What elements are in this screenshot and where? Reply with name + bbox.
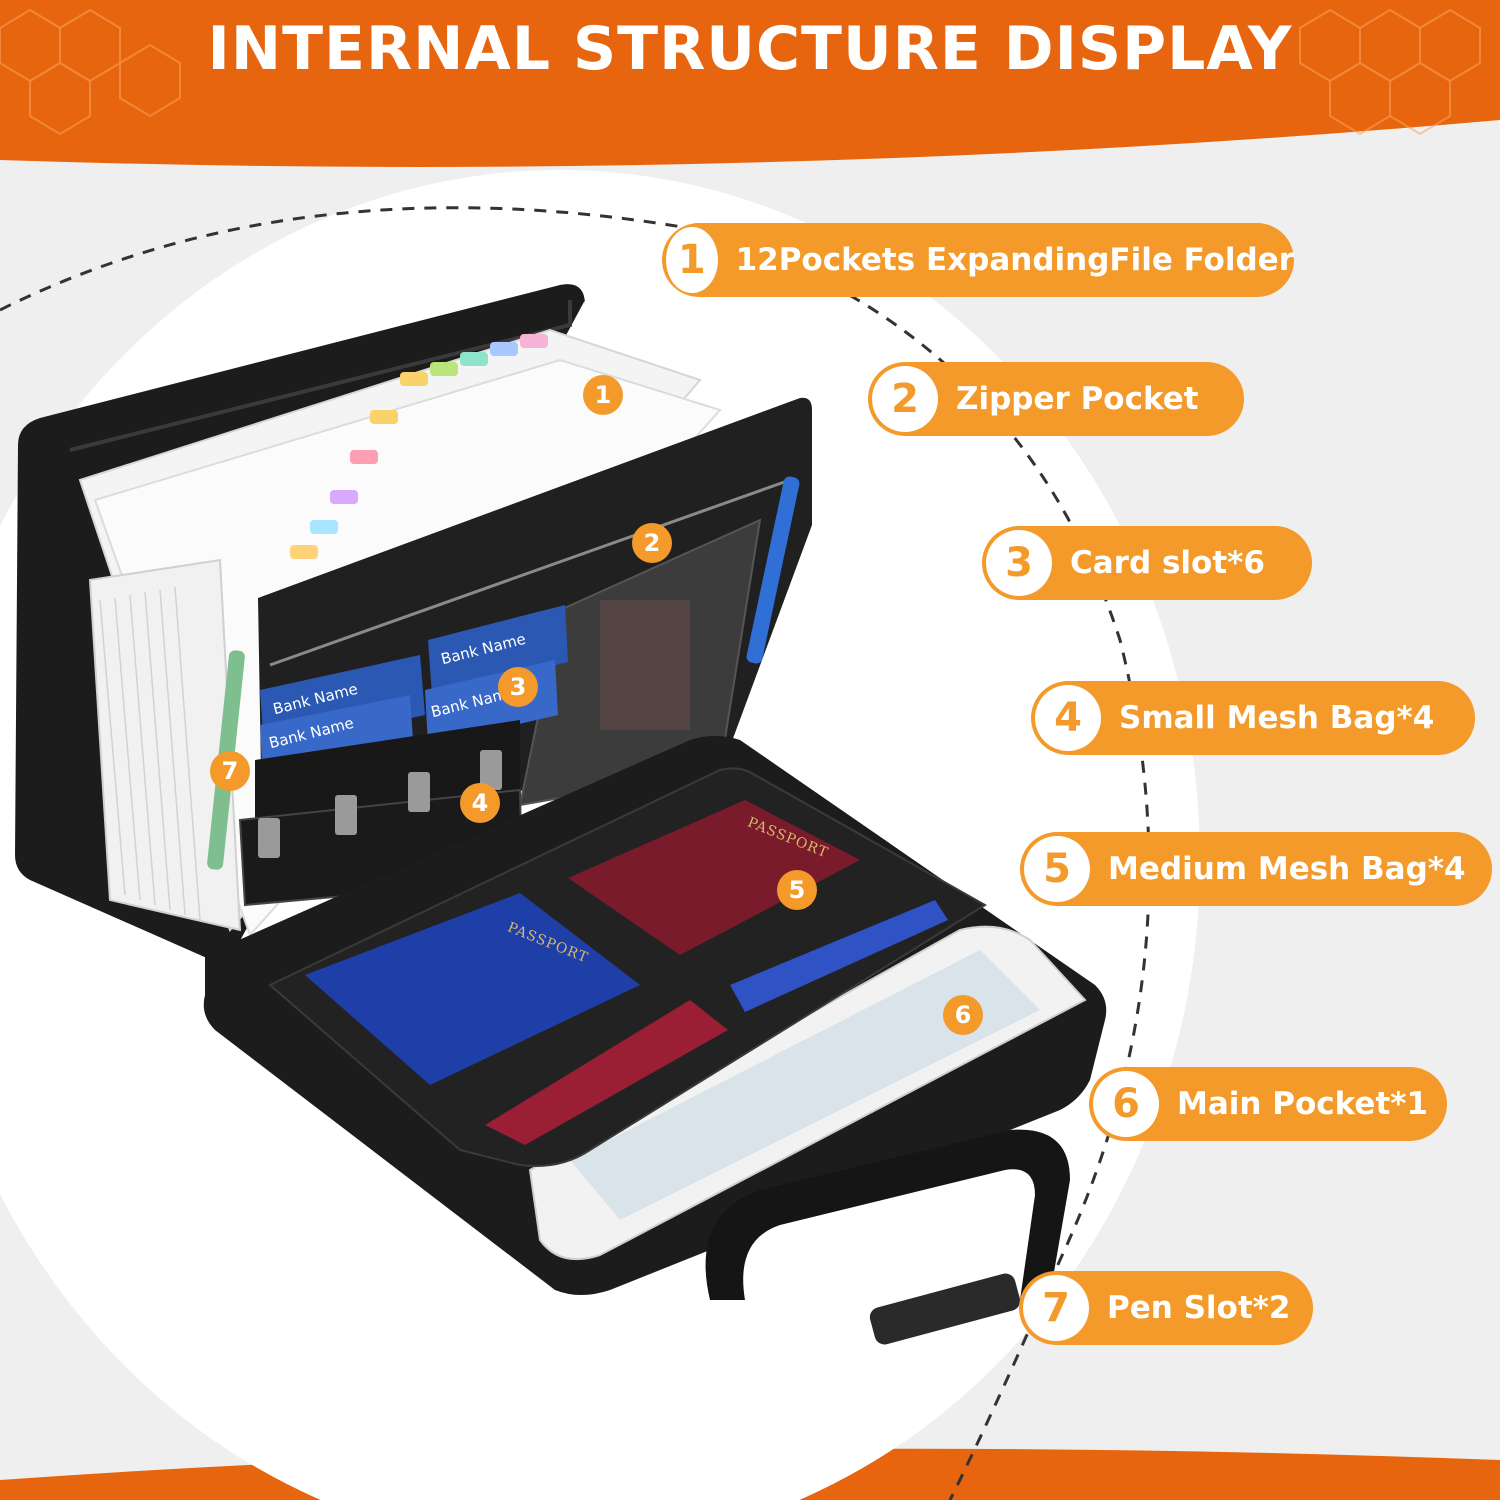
callout-label: Card slot*6 — [1070, 545, 1265, 581]
header-band — [0, 0, 1500, 167]
callout-number: 5 — [1024, 836, 1090, 902]
callout-label: 12Pockets ExpandingFile Folder — [735, 242, 1294, 278]
marker-2: 2 — [632, 523, 672, 563]
callout-label: Pen Slot*2 — [1107, 1290, 1291, 1326]
callout-number: 3 — [986, 530, 1052, 596]
callout-label: Zipper Pocket — [956, 381, 1199, 417]
callout-label: Medium Mesh Bag*4 — [1108, 851, 1466, 887]
callout-number: 1 — [666, 227, 718, 293]
callout-small-mesh-bag: 4 Small Mesh Bag*4 — [1031, 681, 1475, 755]
callout-number: 6 — [1093, 1071, 1159, 1137]
callout-card-slot: 3 Card slot*6 — [982, 526, 1312, 600]
marker-5: 5 — [777, 870, 817, 910]
callout-label: Main Pocket*1 — [1177, 1086, 1429, 1122]
callout-number: 4 — [1035, 685, 1101, 751]
marker-6: 6 — [943, 995, 983, 1035]
callout-main-pocket: 6 Main Pocket*1 — [1089, 1067, 1447, 1141]
callout-label: Small Mesh Bag*4 — [1119, 700, 1435, 736]
page-title: INTERNAL STRUCTURE DISPLAY — [207, 14, 1293, 84]
callout-zipper-pocket: 2 Zipper Pocket — [868, 362, 1244, 436]
zipper-pocket-panel — [207, 397, 812, 907]
callout-number: 2 — [872, 366, 938, 432]
marker-3: 3 — [498, 667, 538, 707]
marker-4: 4 — [460, 783, 500, 823]
marker-7: 7 — [210, 751, 250, 791]
callout-expanding-file-folder: 1 12Pockets ExpandingFile Folder — [662, 223, 1294, 297]
marker-1: 1 — [583, 375, 623, 415]
callout-number: 7 — [1023, 1275, 1089, 1341]
callout-medium-mesh-bag: 5 Medium Mesh Bag*4 — [1020, 832, 1492, 906]
callout-pen-slot: 7 Pen Slot*2 — [1019, 1271, 1313, 1345]
